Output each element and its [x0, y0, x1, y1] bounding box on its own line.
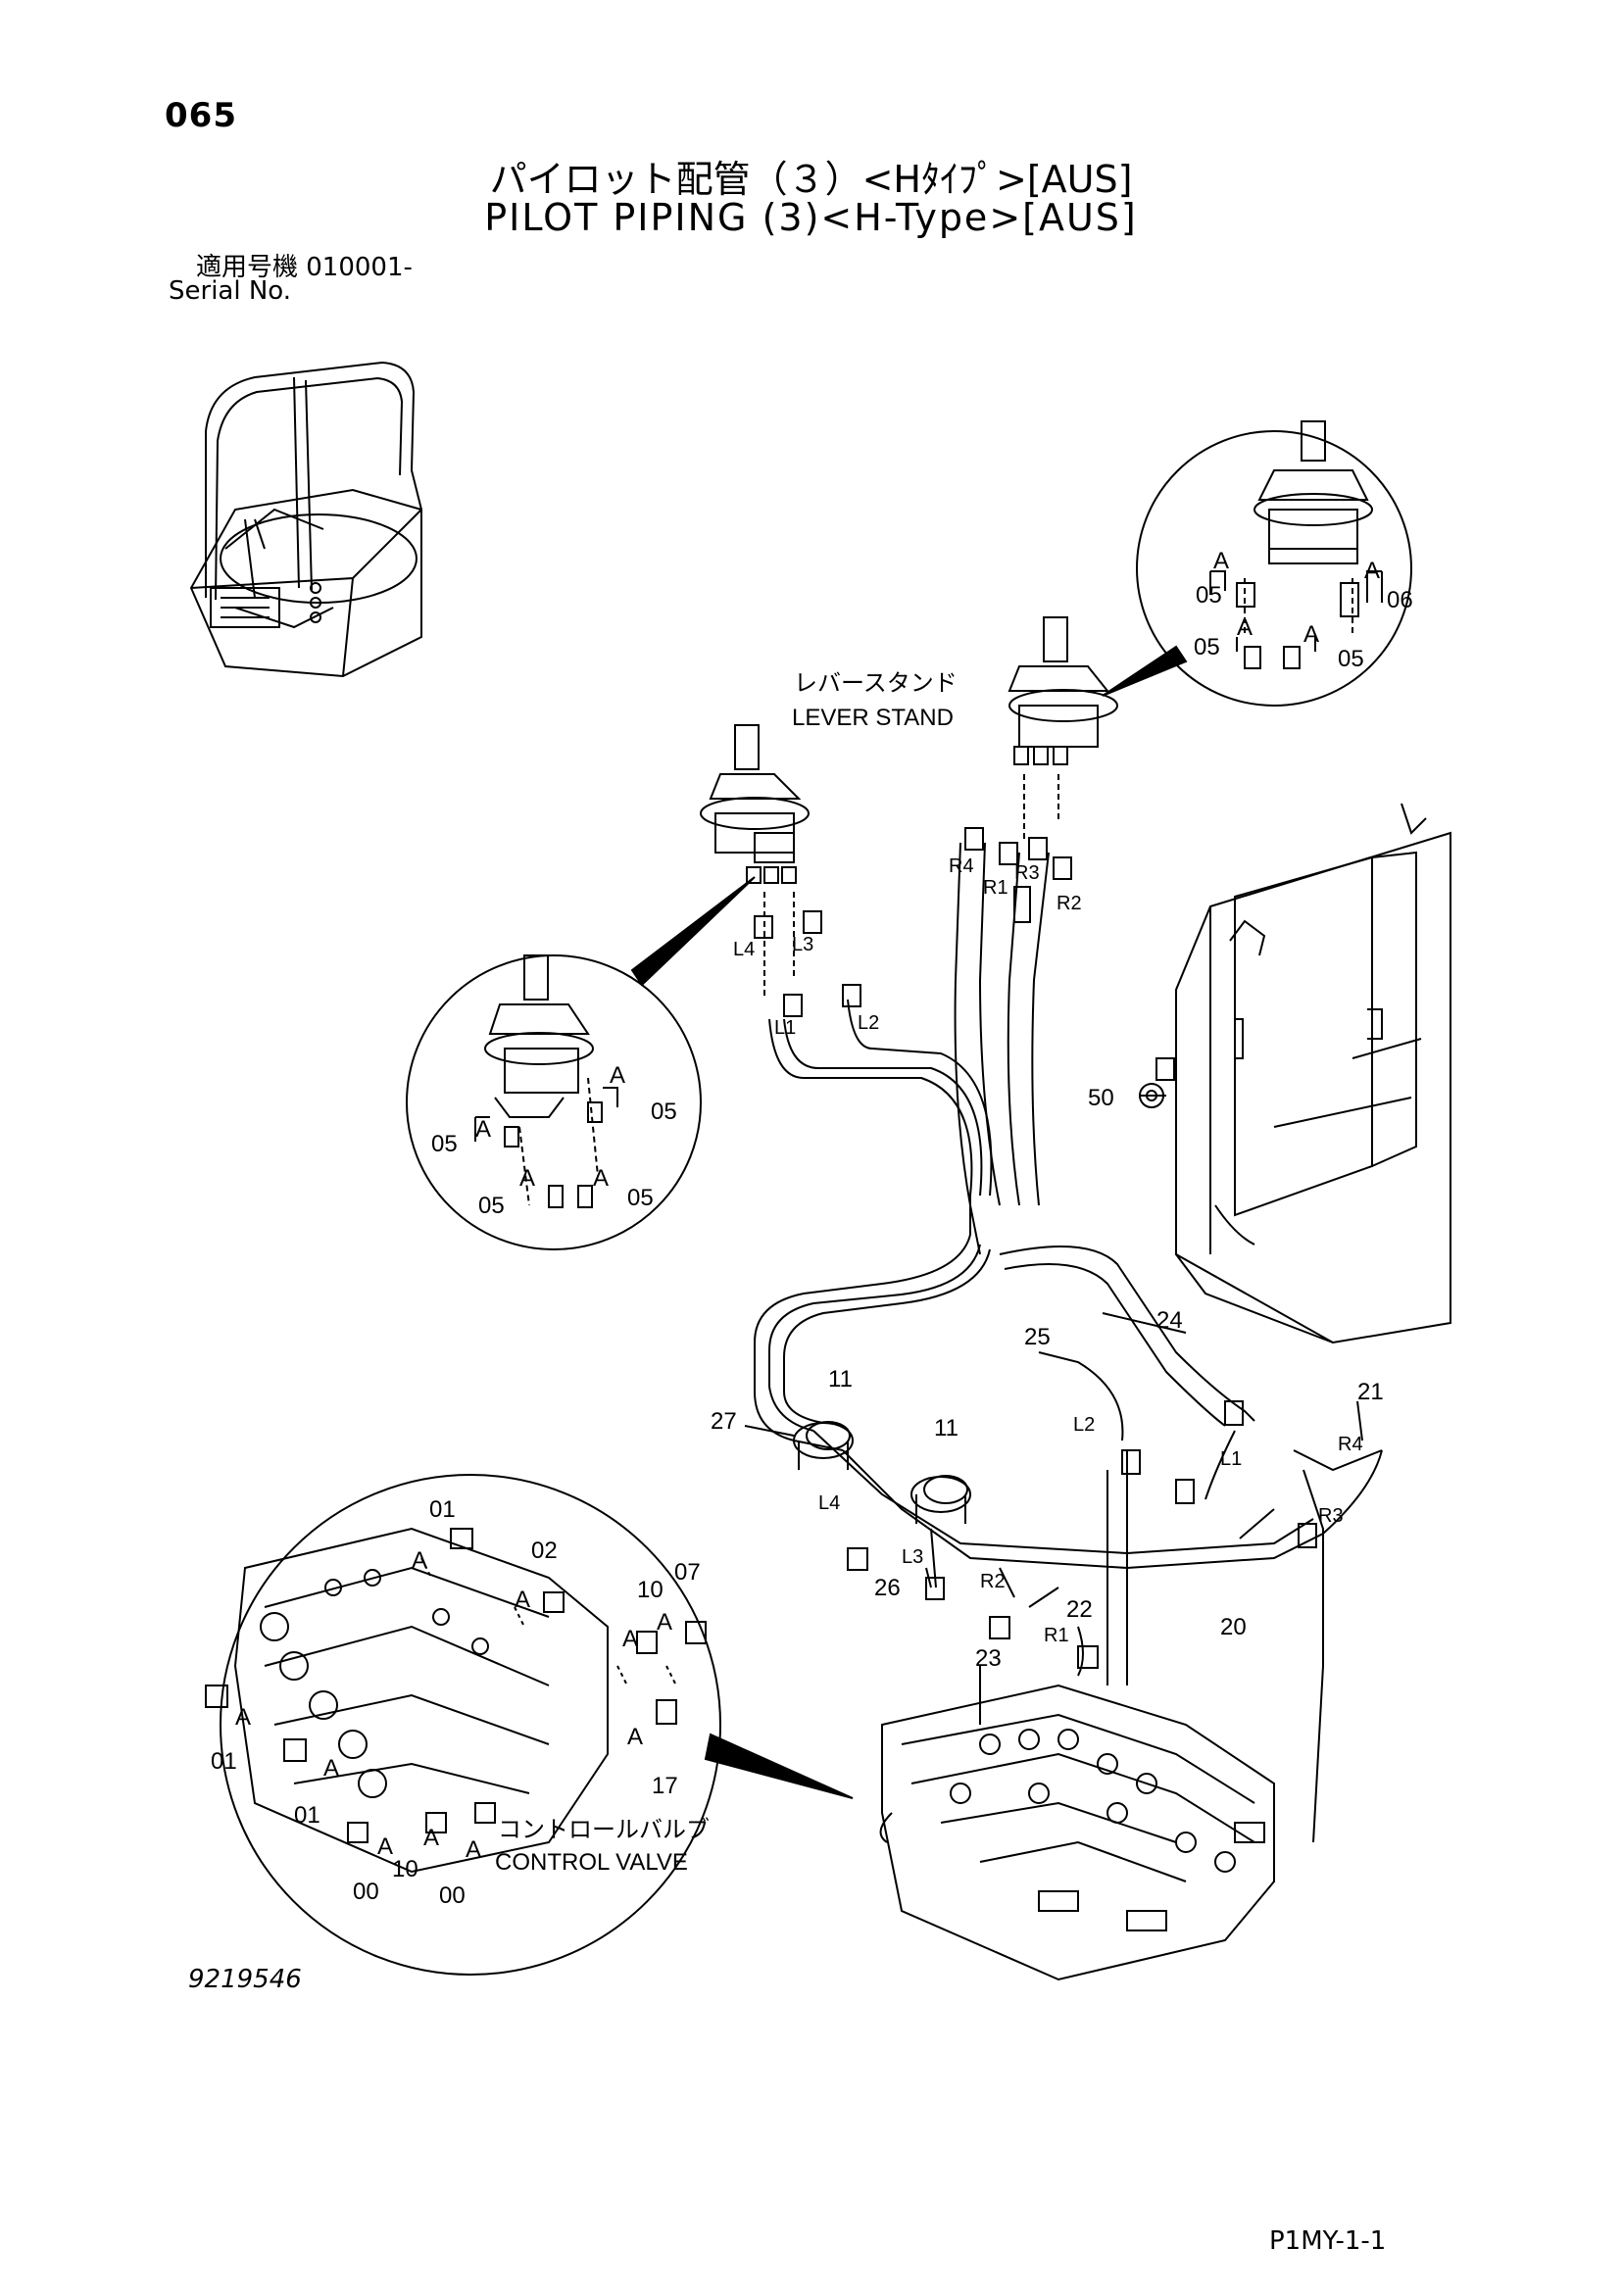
callout-05: 05 — [431, 1131, 458, 1157]
callout-17: 17 — [652, 1773, 678, 1799]
port-l3: L3 — [792, 934, 813, 955]
port-r4: R4 — [1338, 1434, 1363, 1455]
callout-a: A — [423, 1825, 439, 1851]
figure-number: 9219546 — [188, 1965, 302, 1994]
callout-25: 25 — [1024, 1324, 1051, 1350]
right-lever-detail-circle — [1102, 420, 1412, 707]
serial-label-english: Serial No. — [169, 276, 291, 306]
port-l4: L4 — [818, 1492, 840, 1514]
callout-a: A — [323, 1755, 339, 1782]
hose-fittings — [754, 827, 1317, 1669]
callout-05: 05 — [1196, 582, 1222, 609]
title-japanese: パイロット配管（３）<Hﾀｲﾌﾟ>[AUS] — [489, 158, 1133, 201]
lever-stand-bracket — [1155, 803, 1451, 1344]
port-r3: R3 — [1318, 1505, 1344, 1527]
callout-a: A — [519, 1165, 535, 1192]
port-l1: L1 — [774, 1017, 796, 1039]
callout-a: A — [515, 1587, 530, 1613]
control-valve-detail-circle — [205, 1474, 854, 1976]
port-r2: R2 — [1057, 893, 1082, 914]
callout-a: A — [1303, 621, 1319, 648]
callout-20: 20 — [1220, 1614, 1247, 1640]
callout-a: A — [627, 1724, 643, 1750]
callout-10: 10 — [637, 1577, 664, 1603]
pilot-hose-bundle — [754, 842, 1383, 1843]
callout-a: A — [235, 1704, 251, 1731]
callout-11: 11 — [934, 1415, 958, 1441]
callout-01: 01 — [211, 1748, 237, 1775]
page-number: 065 — [165, 96, 237, 135]
callout-05: 05 — [1338, 646, 1364, 672]
callout-a: A — [466, 1836, 481, 1863]
port-l2: L2 — [858, 1012, 879, 1034]
callout-24: 24 — [1156, 1307, 1183, 1334]
machine-overview-illustration — [189, 361, 422, 678]
port-l3: L3 — [902, 1546, 923, 1568]
port-l1: L1 — [1220, 1448, 1242, 1470]
callout-a: A — [1364, 558, 1380, 584]
callout-00: 00 — [353, 1879, 379, 1905]
callout-a: A — [610, 1062, 625, 1089]
port-r2: R2 — [980, 1571, 1006, 1592]
callout-a: A — [657, 1609, 672, 1636]
port-r4: R4 — [949, 855, 974, 877]
callout-26: 26 — [874, 1575, 901, 1601]
page-code: P1MY-1-1 — [1269, 2226, 1387, 2256]
callout-05: 05 — [651, 1099, 677, 1125]
port-r1: R1 — [1044, 1625, 1069, 1646]
control-valve-assembly — [879, 1684, 1275, 1981]
callout-a: A — [622, 1626, 638, 1652]
callout-a: A — [1213, 548, 1229, 574]
port-l2: L2 — [1073, 1414, 1095, 1436]
callout-01: 01 — [429, 1496, 456, 1523]
callout-22: 22 — [1066, 1596, 1093, 1623]
serial-label-japanese: 適用号機 010001- — [196, 253, 413, 282]
callout-10: 10 — [392, 1856, 418, 1882]
callout-50: 50 — [1088, 1085, 1114, 1111]
callout-a: A — [1237, 614, 1253, 641]
port-r3: R3 — [1014, 862, 1040, 884]
callout-05: 05 — [1194, 634, 1220, 660]
port-r1: R1 — [983, 877, 1008, 899]
left-lever-detail-circle — [406, 876, 756, 1250]
callout-06: 06 — [1387, 587, 1413, 613]
control-valve-caption-jp: コントロールバルブ — [498, 1817, 710, 1843]
callout-a: A — [412, 1547, 427, 1574]
callout-07: 07 — [674, 1559, 701, 1586]
hose-clamps — [793, 1422, 971, 1524]
callout-27: 27 — [711, 1408, 737, 1435]
diagram-labels: レバースタンド LEVER STAND 05 A A 06 05 A A 05 … — [211, 548, 1413, 1909]
callout-02: 02 — [531, 1538, 558, 1564]
callout-11: 11 — [828, 1366, 853, 1392]
callout-21: 21 — [1357, 1379, 1384, 1405]
callout-leaders — [744, 1095, 1363, 1725]
port-l4: L4 — [733, 939, 755, 960]
callout-23: 23 — [975, 1645, 1002, 1672]
callout-05: 05 — [627, 1185, 654, 1211]
right-lever-stand — [1008, 616, 1118, 843]
callout-01: 01 — [294, 1802, 320, 1829]
callout-a: A — [475, 1116, 491, 1143]
lever-stand-caption-jp: レバースタンド — [794, 670, 958, 697]
callout-a: A — [377, 1833, 393, 1860]
title-english: PILOT PIPING (3)<H-Type>[AUS] — [484, 196, 1138, 239]
callout-00: 00 — [439, 1882, 466, 1909]
left-lever-stand — [700, 724, 810, 1000]
lever-stand-caption-en: LEVER STAND — [792, 705, 954, 731]
callout-05: 05 — [478, 1193, 505, 1219]
control-valve-caption-en: CONTROL VALVE — [495, 1849, 688, 1876]
callout-a: A — [593, 1165, 609, 1192]
